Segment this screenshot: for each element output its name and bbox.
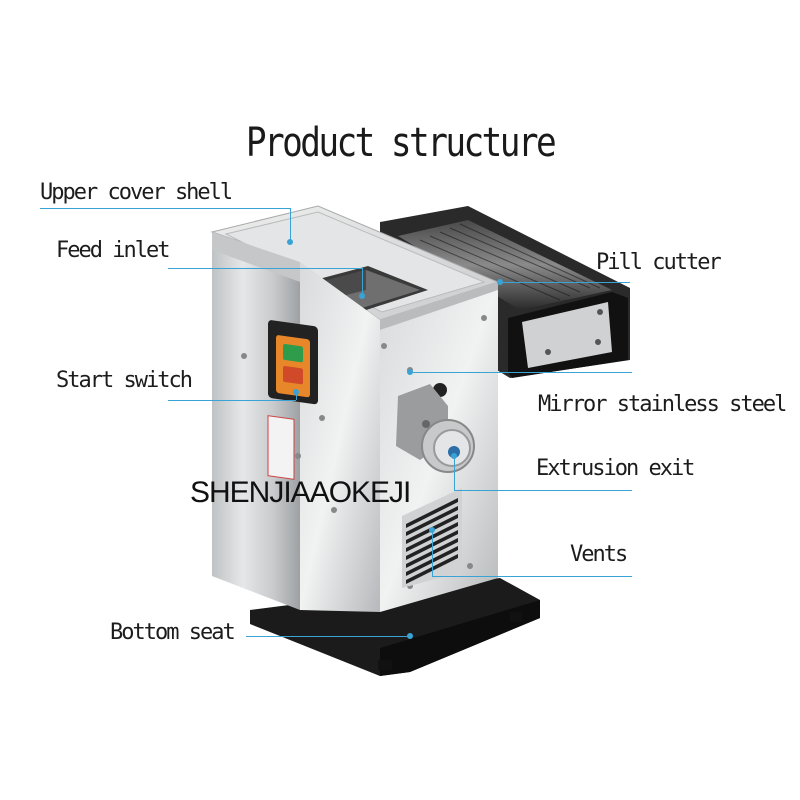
mirror-stainless-face bbox=[300, 262, 380, 612]
label-start-switch: Start switch bbox=[56, 368, 193, 393]
callout-vents-v bbox=[432, 530, 433, 576]
callout-feed-inlet-v bbox=[362, 268, 363, 296]
label-pill-cutter: Pill cutter bbox=[596, 250, 722, 275]
callout-mirror-steel bbox=[410, 372, 632, 373]
callout-vents-h bbox=[432, 576, 632, 577]
callout-start-switch-v bbox=[296, 392, 297, 400]
label-upper-cover-shell: Upper cover shell bbox=[40, 180, 233, 205]
extrusion-exit-shape bbox=[396, 383, 475, 473]
label-extrusion-exit: Extrusion exit bbox=[536, 456, 695, 481]
label-feed-inlet: Feed inlet bbox=[56, 238, 170, 263]
callout-pill-cutter bbox=[500, 282, 630, 283]
page-title: Product structure bbox=[245, 120, 557, 166]
callout-bottom-seat bbox=[246, 636, 410, 637]
callout-upper-cover-h bbox=[40, 208, 290, 209]
callout-start-switch-h bbox=[168, 400, 296, 401]
label-mirror-stainless-steel: Mirror stainless steel bbox=[538, 392, 787, 417]
label-bottom-seat: Bottom seat bbox=[110, 620, 236, 645]
callout-extrusion-v bbox=[454, 456, 455, 490]
callout-extrusion-h bbox=[454, 490, 632, 491]
callout-feed-inlet-h bbox=[168, 268, 362, 269]
callout-upper-cover-v bbox=[290, 208, 291, 242]
start-switch-shape bbox=[268, 320, 318, 405]
watermark: SHENJIAAOKEJI bbox=[190, 476, 411, 509]
label-vents: Vents bbox=[570, 542, 628, 567]
